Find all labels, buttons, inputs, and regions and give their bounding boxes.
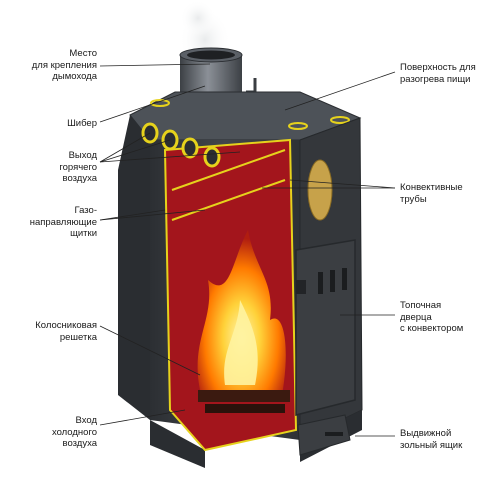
label-firebox-door: Топочная дверца с конвектором (400, 300, 464, 334)
label-convection-pipes: Конвективные трубы (400, 182, 463, 205)
ash-drawer (297, 414, 351, 456)
stove-left-body (118, 115, 150, 420)
label-damper: Шибер (67, 118, 97, 129)
brand-badge (307, 159, 333, 221)
label-grate: Колосниковая решетка (35, 320, 97, 343)
label-gas-deflectors: Газо- направляющие щитки (29, 205, 97, 239)
label-chimney-mount: Место для крепления дымохода (31, 48, 97, 82)
label-hot-air-outlet: Выход горячего воздуха (59, 150, 97, 184)
leader-lines (99, 63, 396, 437)
label-ash-drawer: Выдвижной зольный ящик (400, 428, 463, 451)
firebox-door (295, 239, 356, 416)
label-cold-air-inlet: Вход холодного воздуха (51, 415, 97, 449)
label-cooking-surface: Поверхность для разогрева пищи (400, 62, 476, 85)
